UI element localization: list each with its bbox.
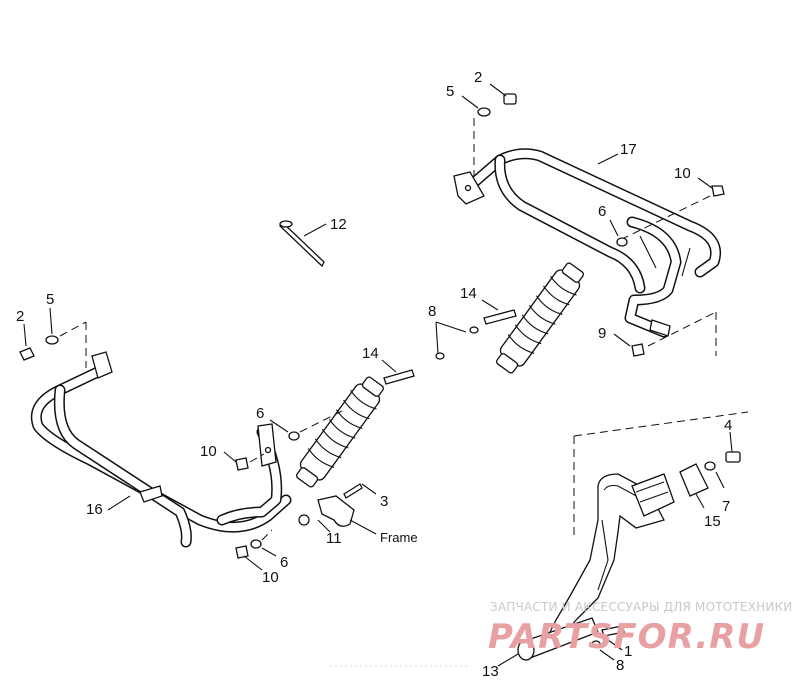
callout-9: 9 (598, 325, 606, 342)
callout-15: 15 (704, 513, 721, 530)
callout-labels: 2 5 17 10 6 12 14 2 5 8 9 14 6 4 10 3 7 … (16, 69, 732, 680)
callout-14-top: 14 (460, 285, 477, 302)
callout-13: 13 (482, 663, 499, 680)
callout-2-top: 2 (474, 69, 482, 86)
callout-5-left: 5 (46, 291, 54, 308)
right-engine-guard (453, 148, 721, 338)
fasteners (19, 83, 725, 571)
lower-shock-absorber (296, 359, 415, 488)
callout-10-top: 10 (674, 165, 691, 182)
left-engine-guard (30, 351, 292, 548)
callout-14-mid: 14 (362, 345, 379, 362)
callout-10-bottom: 10 (262, 569, 279, 586)
callout-10-mid: 10 (200, 443, 217, 460)
callout-17: 17 (620, 141, 637, 158)
callout-2-left: 2 (16, 308, 24, 325)
callout-1: 1 (624, 643, 632, 660)
upper-shock-absorber (481, 262, 584, 374)
callout-8-top: 8 (428, 303, 436, 320)
callout-7: 7 (722, 498, 730, 515)
callout-6-mid: 6 (256, 405, 264, 422)
callout-11: 11 (326, 530, 342, 547)
watermark-tagline: ЗАПЧАСТИ И АКСЕССУАРЫ ДЛЯ МОТОТЕХНИКИ (490, 600, 792, 614)
callout-3: 3 (380, 493, 388, 510)
callout-8-bottom: 8 (616, 657, 624, 674)
callout-12: 12 (330, 216, 347, 233)
watermark: ЗАПЧАСТИ И АКСЕССУАРЫ ДЛЯ МОТОТЕХНИКИ PA… (330, 600, 792, 667)
callout-4: 4 (724, 417, 732, 434)
watermark-brand: PARTSFOR.RU (488, 617, 765, 657)
brake-pedal-assembly (497, 411, 749, 667)
callout-5-top: 5 (446, 83, 454, 100)
pedal-rubber-15 (679, 463, 709, 497)
callout-6-bottom: 6 (280, 554, 288, 571)
callout-frame: Frame (380, 530, 418, 545)
pedal-pad (631, 473, 675, 517)
callout-16: 16 (86, 501, 103, 518)
callout-6-top: 6 (598, 203, 606, 220)
